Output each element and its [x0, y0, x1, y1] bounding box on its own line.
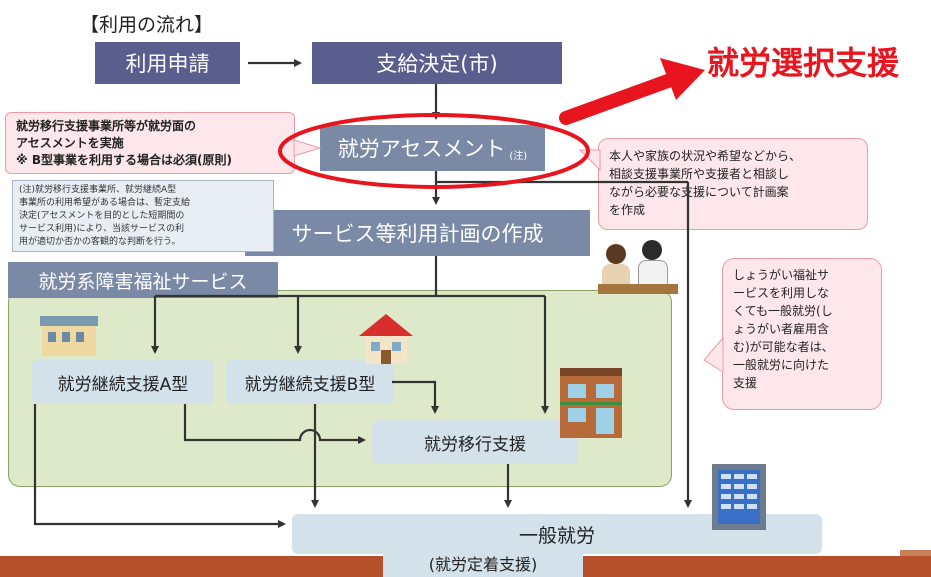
flow-heading: 【利用の流れ】: [80, 14, 214, 36]
side-callout-line7: 支援: [733, 376, 758, 390]
house-icon: [359, 314, 413, 364]
footnote-line1: (注)就労移行支援事業所、就労継続A型: [19, 185, 177, 195]
highlight-arrow: [559, 71, 683, 125]
side-callout-line1: しょうがい福祉サ: [733, 268, 830, 282]
step-assessment: 就労アセスメント (注): [320, 125, 545, 171]
assessment-callout-line1: 就労移行支援事業所等が就労面の: [16, 119, 197, 133]
person-icon: [606, 244, 626, 264]
highlight-label: 就労選択支援: [707, 44, 900, 82]
meeting-illustration: [598, 238, 680, 296]
step-apply: 利用申請: [95, 42, 240, 84]
side-callout-line3: くても一般就労(し: [733, 304, 833, 318]
footnote-line5: 用が適切か否かの客観的な判断を行う。: [19, 237, 181, 247]
side-callout-line6: 一般就労に向けた: [733, 358, 830, 372]
office-building-icon: [40, 316, 98, 356]
footnote-line2: 事業所の利用希望がある場合は、暫定支給: [19, 198, 191, 208]
assessment-footnote: (注)就労移行支援事業所、就労継続A型 事業所の利用希望がある場合は、暫定支給 …: [12, 180, 274, 252]
plan-callout-line2: 相談支援事業所や支援者と相談し: [609, 167, 790, 181]
building-icon: [560, 368, 622, 438]
assessment-callout: 就労移行支援事業所等が就労面の アセスメントを実施 ※ B型事業を利用する場合は…: [5, 112, 295, 174]
person-icon: [642, 240, 662, 260]
side-callout-line5: む)が可能な者は、: [733, 340, 834, 354]
service-transition: 就労移行支援: [372, 420, 578, 464]
bottom-bar-accent: [900, 550, 931, 556]
plan-callout-line1: 本人や家族の状況や希望などから、: [609, 149, 802, 163]
plan-callout-line3: ながら必要な支援について計画案: [609, 185, 789, 199]
service-type-a: 就労継続支援A型: [32, 360, 214, 404]
step-plan: サービス等利用計画の作成: [245, 210, 590, 256]
service-type-b: 就労継続支援B型: [226, 360, 394, 404]
highlight-ellipse: [278, 113, 590, 189]
assessment-label: 就労アセスメント: [337, 137, 506, 161]
footnote-line3: 決定(アセスメントを目的とした短期間の: [19, 211, 185, 221]
assessment-callout-line3: ※ B型事業を利用する場合は必須(原則): [16, 153, 232, 167]
side-callout-line2: ービスを利用しな: [733, 286, 830, 300]
retention-support: (就労定着支援): [383, 549, 583, 577]
assessment-note-mark: (注): [509, 150, 528, 162]
office-tower-icon: [712, 464, 766, 530]
highlight-arrow-head: [660, 58, 705, 100]
assessment-callout-line2: アセスメントを実施: [16, 136, 124, 150]
side-callout-line4: ょうがい者雇用含: [733, 322, 830, 336]
plan-callout: 本人や家族の状況や希望などから、 相談支援事業所や支援者と相談し ながら必要な支…: [598, 138, 868, 230]
plan-callout-line4: を作成: [609, 203, 646, 217]
step-decision: 支給決定(市): [312, 42, 562, 84]
section-label: 就労系障害福祉サービス: [8, 262, 278, 298]
direct-employment-callout: しょうがい福祉サ ービスを利用しな くても一般就労(し ょうがい者雇用含 む)が…: [722, 258, 882, 410]
footnote-line4: サービス利用)により、当該サービスの利: [19, 224, 184, 234]
